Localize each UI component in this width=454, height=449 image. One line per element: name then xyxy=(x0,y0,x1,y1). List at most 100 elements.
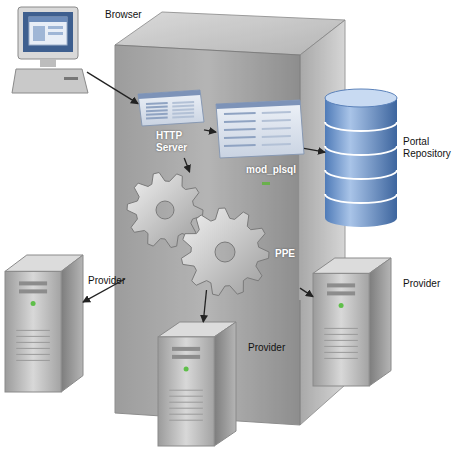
window-line xyxy=(146,110,168,111)
drive-bay xyxy=(172,347,200,351)
power-led xyxy=(31,301,36,306)
window-titlebar xyxy=(216,100,300,109)
window-line xyxy=(262,120,291,121)
arrow-connector xyxy=(203,290,206,322)
arrow-connector xyxy=(304,148,325,152)
arrow-connector xyxy=(87,72,138,104)
server-led xyxy=(262,182,270,185)
monitor-icon xyxy=(12,3,87,95)
window-panel xyxy=(138,90,204,126)
tower-side xyxy=(214,322,236,446)
window-line xyxy=(262,128,291,129)
database-ring xyxy=(325,194,397,203)
monitor-node: Browser xyxy=(12,3,87,95)
window-titlebar xyxy=(138,90,200,99)
tower-icon xyxy=(313,258,391,386)
vent-line xyxy=(16,360,50,361)
window-line xyxy=(172,102,194,103)
power-led xyxy=(184,366,189,371)
vent-line xyxy=(16,330,50,331)
window-line xyxy=(224,113,256,114)
vent-line xyxy=(169,420,203,421)
node-label: Provider xyxy=(88,275,148,287)
screen-window xyxy=(29,17,67,45)
monitor-stand xyxy=(40,59,56,67)
arrow-connector xyxy=(204,130,216,132)
node-label: PPE xyxy=(275,248,305,260)
window-line xyxy=(224,145,256,146)
database-ring xyxy=(325,170,397,179)
database-body xyxy=(325,98,397,218)
vent-line xyxy=(169,414,203,415)
database-bottom xyxy=(325,209,397,227)
window-line xyxy=(146,103,168,104)
arrow-connector xyxy=(300,288,313,297)
vent-line xyxy=(169,396,203,397)
drive-bay xyxy=(19,281,47,285)
vent-line xyxy=(324,334,358,335)
vent-line xyxy=(169,408,203,409)
node-label: mod_plsql xyxy=(246,164,306,176)
tower-node: Provider xyxy=(313,258,391,386)
computer-base xyxy=(12,69,88,93)
vent-line xyxy=(324,328,358,329)
panel-node: HTTP Server xyxy=(138,90,204,158)
tower-node: Provider xyxy=(5,255,83,392)
vent-line xyxy=(16,342,50,343)
window-line xyxy=(146,114,168,115)
tower-icon xyxy=(158,322,236,446)
vent-line xyxy=(324,358,358,359)
window-line xyxy=(172,106,194,107)
vent-line xyxy=(169,402,203,403)
drive-bay xyxy=(327,283,355,287)
arrow-connector xyxy=(184,158,189,172)
node-label: Provider xyxy=(403,278,453,290)
window-line xyxy=(146,117,168,118)
window-panel xyxy=(216,100,304,158)
node-label: HTTP Server xyxy=(156,130,196,154)
monitor-body xyxy=(18,7,78,59)
power-led xyxy=(339,303,344,308)
arrow-connector xyxy=(83,279,125,302)
gear xyxy=(181,208,269,296)
window-line xyxy=(224,137,256,138)
vent-line xyxy=(324,340,358,341)
tower-icon xyxy=(5,255,83,392)
tower-front xyxy=(5,271,61,392)
screen-content xyxy=(48,32,63,35)
vent-line xyxy=(16,348,50,349)
window-line xyxy=(146,107,168,108)
drive-bay xyxy=(172,355,200,359)
window-line xyxy=(224,121,256,122)
tower-front xyxy=(313,273,369,386)
vent-line xyxy=(16,354,50,355)
drive-bay xyxy=(19,289,47,293)
window-line xyxy=(224,129,256,130)
drive-bay xyxy=(327,291,355,295)
database-ring xyxy=(325,122,397,131)
node-label: Portal Repository xyxy=(403,136,454,160)
screen-titlebar xyxy=(29,17,67,22)
panel-node: mod_plsql xyxy=(216,100,304,180)
window-line xyxy=(172,113,194,114)
node-label: Browser xyxy=(105,9,165,21)
db-node: Portal Repository xyxy=(325,88,397,230)
screen-content xyxy=(33,26,45,41)
drive-slot xyxy=(64,77,78,80)
node-label: Provider xyxy=(248,342,308,354)
window-line xyxy=(262,112,291,113)
window-line xyxy=(262,144,291,145)
gears-node: PPE xyxy=(125,172,300,290)
screen-content xyxy=(48,26,63,29)
database-top xyxy=(325,89,397,107)
tower-front xyxy=(158,337,214,446)
tower-side xyxy=(369,258,391,386)
vent-line xyxy=(324,352,358,353)
vent-line xyxy=(324,346,358,347)
tower-node: Provider xyxy=(158,322,236,446)
vent-line xyxy=(16,336,50,337)
monitor-screen xyxy=(23,12,73,52)
